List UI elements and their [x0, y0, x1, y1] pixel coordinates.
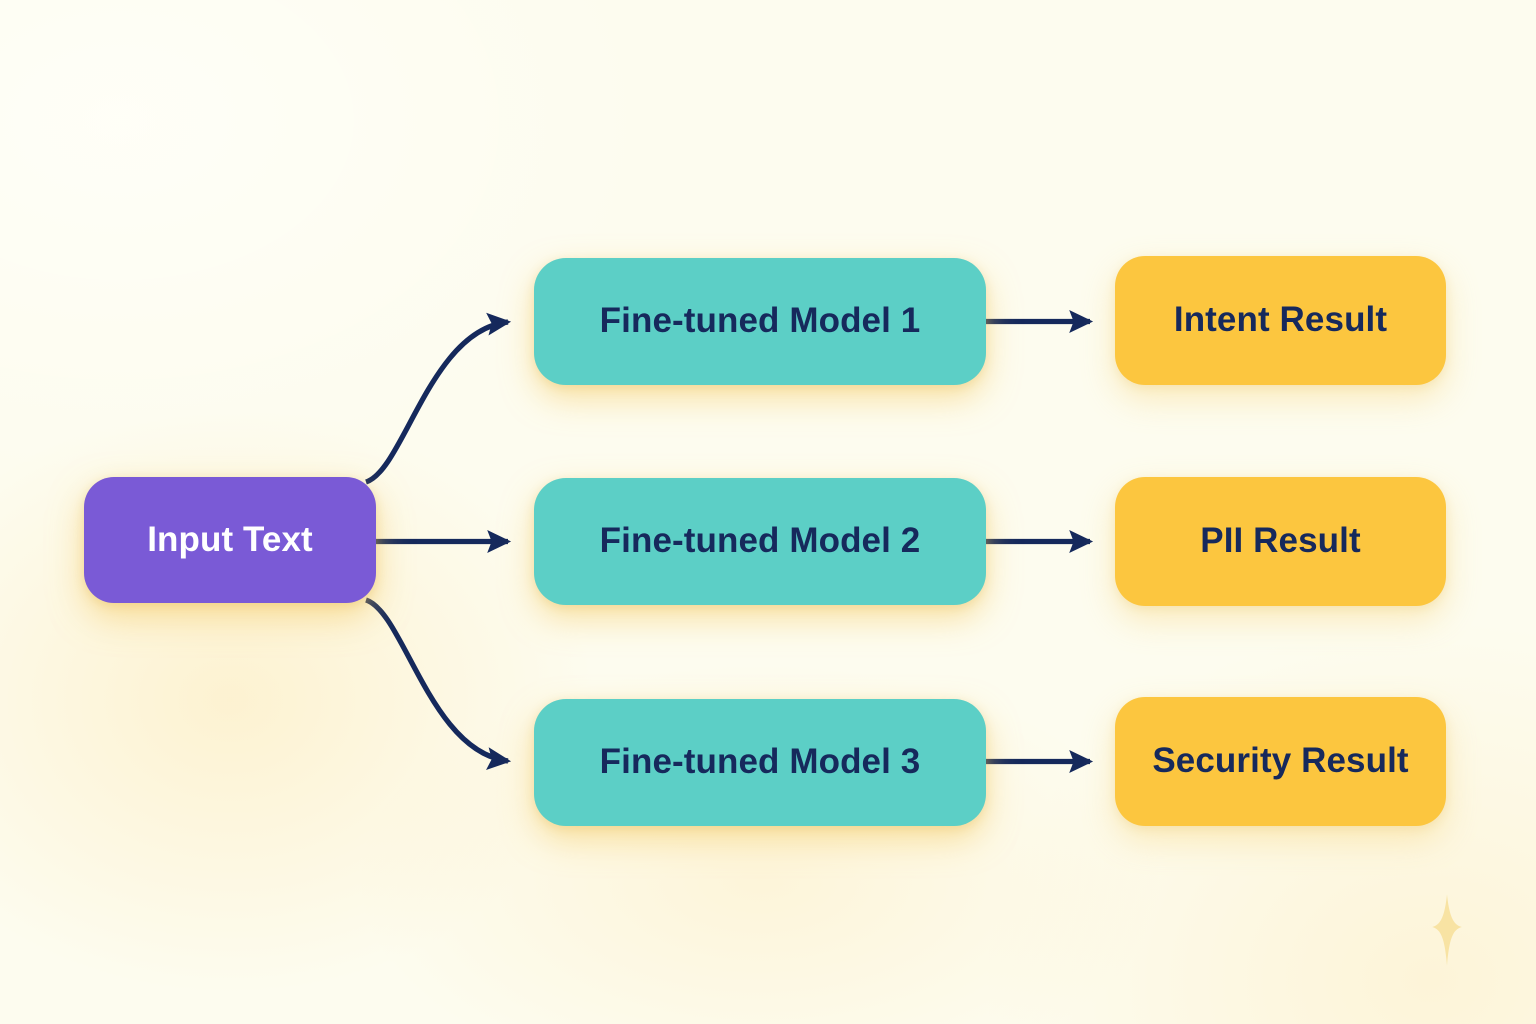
sparkle-icon: [1432, 894, 1462, 966]
node-intent-result-label: Intent Result: [1173, 300, 1388, 340]
node-pii-result[interactable]: PII Result: [1115, 477, 1446, 606]
node-fine-tuned-model-1[interactable]: Fine-tuned Model 1: [534, 258, 986, 385]
node-fine-tuned-model-3[interactable]: Fine-tuned Model 3: [534, 699, 986, 826]
node-input-text[interactable]: Input Text: [84, 477, 376, 603]
node-intent-result[interactable]: Intent Result: [1115, 256, 1446, 385]
node-fine-tuned-model-2-label: Fine-tuned Model 2: [599, 521, 921, 561]
node-pii-result-label: PII Result: [1200, 521, 1361, 561]
connector-input-to-model-1: [364, 312, 512, 485]
node-fine-tuned-model-2[interactable]: Fine-tuned Model 2: [534, 478, 986, 605]
node-security-result-label: Security Result: [1152, 741, 1409, 781]
node-security-result[interactable]: Security Result: [1115, 697, 1446, 826]
node-input-text-label: Input Text: [147, 519, 313, 559]
node-fine-tuned-model-1-label: Fine-tuned Model 1: [599, 301, 921, 341]
node-fine-tuned-model-3-label: Fine-tuned Model 3: [599, 742, 921, 782]
connector-input-to-model-3: [364, 597, 512, 770]
